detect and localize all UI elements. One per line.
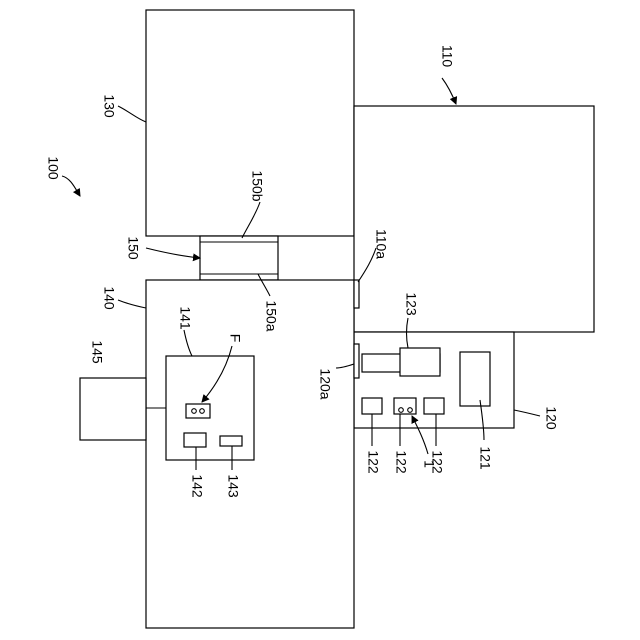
part-121: [460, 352, 490, 406]
label-110a: 110a: [373, 229, 389, 259]
port-110a: [354, 280, 359, 308]
leader-110: [442, 78, 456, 104]
leader-120: [514, 410, 540, 416]
label-120a: 120a: [317, 368, 333, 399]
leader-100: [62, 176, 80, 196]
part-145: [80, 378, 146, 440]
label-122-right: 122: [429, 450, 445, 474]
container-F-holder: [186, 404, 210, 418]
label-121: 121: [477, 446, 493, 470]
leader-150: [146, 248, 200, 258]
unit-110: [354, 106, 594, 332]
part-122-right: [424, 398, 444, 414]
label-140: 140: [101, 286, 117, 310]
port-120a: [354, 344, 359, 378]
label-142: 142: [189, 474, 205, 498]
part-123-head: [400, 348, 440, 376]
part-122-left: [362, 398, 382, 414]
label-123: 123: [403, 292, 419, 316]
label-143: 143: [225, 474, 241, 498]
label-F: F: [227, 334, 243, 343]
label-141: 141: [177, 306, 193, 330]
label-145: 145: [89, 340, 105, 364]
label-150b: 150b: [249, 170, 265, 201]
part-122-center: [394, 398, 416, 414]
part-143: [220, 436, 242, 446]
part-142: [184, 433, 206, 447]
leader-140: [118, 300, 146, 308]
label-150a: 150a: [263, 300, 279, 331]
label-120: 120: [543, 406, 559, 430]
connector-150: [200, 236, 278, 280]
label-122-center: 122: [393, 450, 409, 474]
label-122-left: 122: [365, 450, 381, 474]
label-150: 150: [125, 236, 141, 260]
label-110: 110: [439, 45, 455, 68]
unit-130: [146, 10, 354, 236]
label-130: 130: [101, 94, 117, 118]
leader-130: [118, 106, 146, 122]
label-100: 100: [45, 156, 61, 180]
